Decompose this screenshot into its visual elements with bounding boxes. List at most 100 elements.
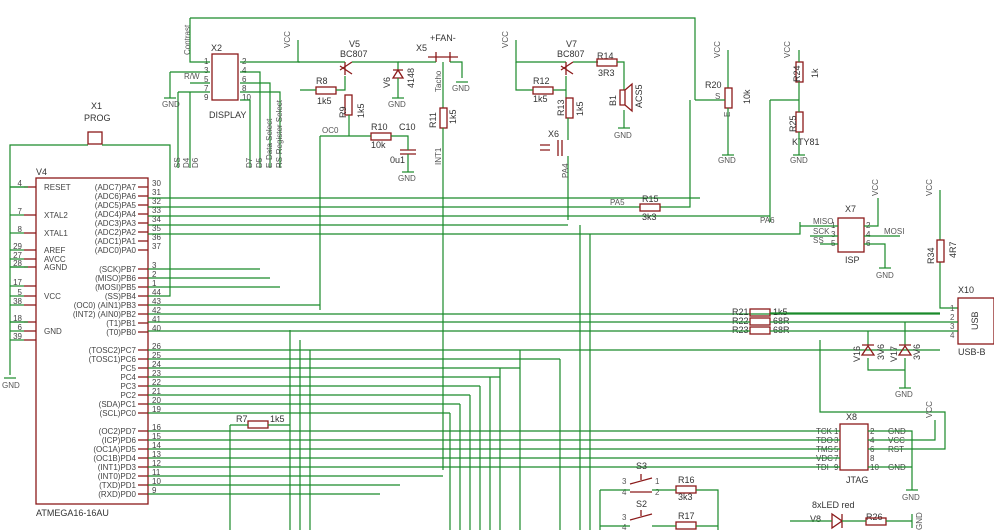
mcu-right-pin-name: (TOSC2)PC7 bbox=[89, 346, 137, 355]
display-pin-num-left: 5 bbox=[204, 75, 209, 84]
mcu-right-pin-num: 1 bbox=[152, 279, 157, 288]
net-d5: D5 bbox=[255, 157, 264, 168]
fan-ref: X5 bbox=[416, 43, 427, 53]
c10-ref: C10 bbox=[399, 122, 416, 132]
mcu-right-pin-num: 32 bbox=[152, 197, 161, 206]
usb-connector bbox=[957, 297, 994, 345]
mcu-part: ATMEGA16-16AU bbox=[36, 508, 109, 518]
r14-wire bbox=[617, 61, 625, 90]
r8-value: 1k5 bbox=[317, 96, 332, 106]
display-right-wires bbox=[240, 61, 300, 168]
gnd-led: GND bbox=[915, 512, 924, 530]
s2-pin3: 3 bbox=[622, 513, 627, 522]
mcu-right-pin-num: 22 bbox=[152, 378, 161, 387]
mcu-left-pin-name: AGND bbox=[44, 263, 67, 272]
mcu-right-pin-num: 31 bbox=[152, 188, 161, 197]
r23-ref: R23 bbox=[732, 325, 749, 335]
r25-part: KTY81 bbox=[792, 137, 820, 147]
r13-body bbox=[565, 97, 574, 119]
net-e-data: E-Data Select bbox=[265, 118, 274, 168]
fan-connector bbox=[428, 52, 458, 62]
pa4-label: PA4 bbox=[561, 163, 570, 178]
r12-body bbox=[532, 86, 554, 95]
r10-ref: R10 bbox=[371, 122, 388, 132]
r12-ref: R12 bbox=[533, 76, 550, 86]
r21-body bbox=[749, 308, 771, 317]
r7-wires bbox=[229, 424, 290, 530]
v5-ref: V5 bbox=[349, 39, 360, 49]
display-pin-num-left: 9 bbox=[204, 93, 209, 102]
mcu-left-pin-name: XTAL2 bbox=[44, 211, 68, 220]
mcu-right-pin-num: 13 bbox=[152, 450, 161, 459]
s3-ref: S3 bbox=[636, 461, 647, 471]
r7-body bbox=[247, 420, 269, 429]
mcu-left-pin-name: AVCC bbox=[44, 255, 66, 264]
port-c-wires bbox=[148, 349, 940, 414]
mcu-right-pin-num: 19 bbox=[152, 405, 161, 414]
r12-value: 1k5 bbox=[533, 94, 548, 104]
mcu-right-pin-name: (SCL)PC0 bbox=[100, 409, 137, 418]
mcu-right-pin-name: PC5 bbox=[120, 364, 136, 373]
mcu-right-pin-num: 12 bbox=[152, 459, 161, 468]
vcc-r24: VCC bbox=[783, 41, 792, 58]
mcu-right-pin-name: (SCK)PB7 bbox=[99, 265, 136, 274]
r7-ref: R7 bbox=[236, 414, 248, 424]
usb-ref: X10 bbox=[958, 285, 974, 295]
isp-pin-num-right: 4 bbox=[866, 230, 871, 239]
mcu-right-pin-name: (OC1B)PD4 bbox=[93, 454, 136, 463]
mcu-right-pin-num: 11 bbox=[152, 468, 161, 477]
display-gnd: GND bbox=[162, 100, 180, 109]
usb-pin2: 2 bbox=[950, 313, 955, 322]
mcu-right-pin-name: (SDA)PC1 bbox=[99, 400, 137, 409]
mcu-right-pin-name: (SS)PB4 bbox=[105, 292, 137, 301]
gnd-c10: GND bbox=[398, 174, 416, 183]
r12-wire bbox=[515, 62, 567, 98]
mcu-right-pin-num: 3 bbox=[152, 261, 157, 270]
net-ss: SS bbox=[173, 157, 182, 168]
usb-resistors: R21 1k5 R22 68R R23 68R V16 3V6 V17 3V6 … bbox=[148, 307, 958, 399]
mcu-right-pin-name: (INT2) (AIN0)PB2 bbox=[73, 310, 137, 319]
r15-body bbox=[639, 203, 661, 212]
mcu-left-pin-num: 29 bbox=[13, 242, 22, 251]
usb-name: USB bbox=[970, 311, 980, 330]
v17-ref: V17 bbox=[889, 346, 899, 362]
mcu-left-pin-num: 28 bbox=[13, 259, 22, 268]
vcc-usb: VCC bbox=[925, 179, 934, 196]
s2-ref: S2 bbox=[636, 499, 647, 509]
r8-ref: R8 bbox=[316, 76, 328, 86]
port-a-wires bbox=[148, 100, 801, 235]
mcu-right-pin-num: 10 bbox=[152, 477, 161, 486]
v7-transistor bbox=[560, 61, 574, 75]
mcu-right-pin-name: (ICP)PD6 bbox=[102, 436, 137, 445]
r23-body bbox=[749, 326, 771, 335]
r16-ref: R16 bbox=[678, 475, 695, 485]
mcu-ref: V4 bbox=[36, 167, 47, 177]
b1-ref: B1 bbox=[608, 95, 618, 106]
isp-sck: SCK bbox=[813, 227, 830, 236]
b1-part: ACS5 bbox=[634, 84, 644, 108]
display-pin-num-left: 3 bbox=[204, 66, 209, 75]
isp-name: ISP bbox=[845, 255, 860, 265]
r9-ref: R9 bbox=[338, 106, 348, 118]
mcu-right-pin-name: (ADC5)PA5 bbox=[95, 201, 137, 210]
mcu-right-pin-name: (INT1)PD3 bbox=[98, 463, 137, 472]
display-contrast: Contrast bbox=[183, 24, 192, 55]
isp-wires bbox=[800, 198, 900, 268]
isp-pin-num-left: 3 bbox=[831, 230, 836, 239]
gnd-stubs bbox=[10, 266, 28, 323]
jtag-connector bbox=[839, 423, 869, 471]
mcu-right-pin-name: (MISO)PB6 bbox=[95, 274, 136, 283]
jtag-pin-right: 8 bbox=[870, 454, 875, 463]
mcu-left-pin-name: XTAL1 bbox=[44, 229, 68, 238]
r20-body bbox=[724, 87, 733, 109]
zener-wires bbox=[867, 322, 906, 388]
r9-value: 1k5 bbox=[356, 103, 366, 118]
x6-ref: X6 bbox=[548, 129, 559, 139]
usb-part: USB-B bbox=[958, 347, 986, 357]
mcu-right-pin-name: PC3 bbox=[120, 382, 136, 391]
v16-ref: V16 bbox=[852, 346, 862, 362]
mcu-right-pin-name: (ADC4)PA4 bbox=[95, 210, 137, 219]
usb-pin3: 3 bbox=[950, 322, 955, 331]
